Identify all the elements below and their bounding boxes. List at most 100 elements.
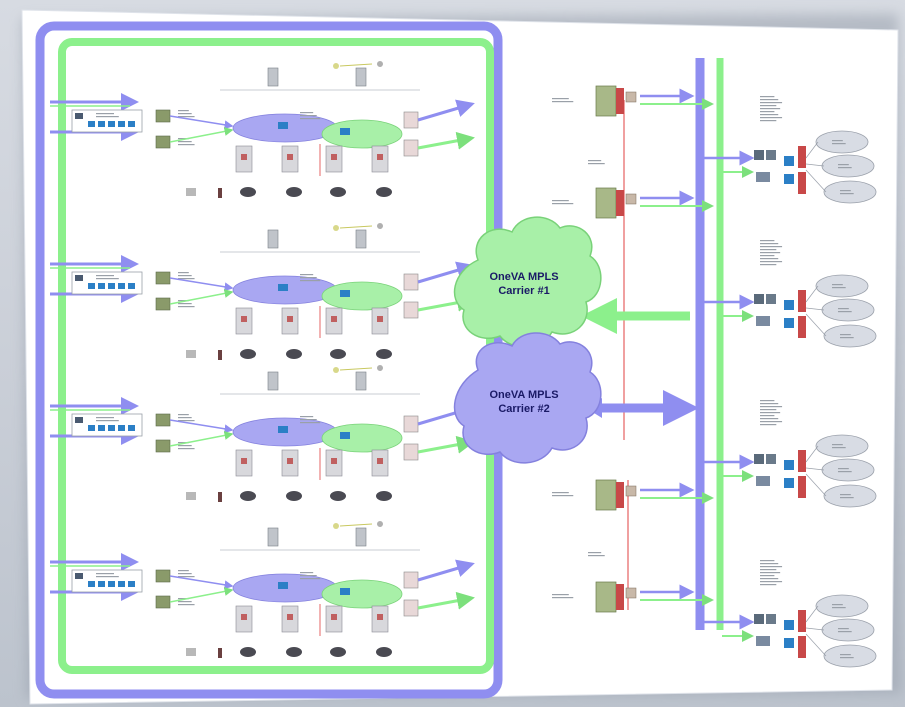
switch-icon (278, 582, 288, 589)
gateway-device-icon (754, 294, 764, 304)
phone-icon (218, 350, 222, 360)
storage-icon (330, 187, 346, 197)
rack-indicator (331, 154, 337, 160)
pc-icon (108, 121, 115, 127)
router-to-lan-link (169, 419, 234, 434)
internet-link (805, 445, 819, 463)
printer-icon (186, 350, 196, 358)
gateway-switch-icon (784, 638, 794, 648)
pc-icon (118, 581, 125, 587)
data-center-device-icon (625, 485, 637, 497)
internet-link (805, 467, 825, 471)
gateway-firewall-icon (798, 636, 806, 658)
office-label (96, 116, 119, 118)
server-stack-icon (267, 229, 279, 249)
rack-indicator (287, 458, 293, 464)
storage-icon (376, 349, 392, 359)
internet-cloud-label (838, 167, 852, 169)
carrier1-label-line2: Carrier #1 (498, 285, 549, 297)
firewall-icon (403, 571, 419, 589)
server-stack-icon (355, 229, 367, 249)
lan-cloud-green (321, 281, 403, 311)
data-center-firewall-icon (616, 584, 624, 610)
gateway-firewall-icon (798, 290, 806, 312)
gateway-block-4 (704, 560, 877, 668)
pc-icon (128, 283, 135, 289)
router-icon (155, 595, 171, 609)
data-center-3 (552, 479, 714, 511)
router-label (178, 278, 195, 280)
gateway-blocks (704, 96, 877, 668)
paper-sheet (21, 9, 899, 705)
data-center-label (552, 492, 569, 494)
gateway-device-icon (756, 172, 770, 182)
internet-link (805, 169, 827, 193)
cloud-label (300, 572, 314, 574)
gateway-label (760, 412, 781, 414)
gateway-label (760, 578, 779, 580)
data-center-label (552, 203, 574, 205)
internet-cloud (815, 130, 869, 154)
carrier2-cloud: OneVA MPLS Carrier #2 (453, 332, 602, 464)
data-centers (552, 85, 714, 613)
cloud-label (300, 422, 321, 424)
gateway-label (760, 566, 783, 568)
rack-indicator (331, 458, 337, 464)
storage-icon (240, 647, 256, 657)
site-block-3 (50, 365, 475, 502)
site-uplink-green (417, 591, 475, 610)
router-label (178, 445, 192, 447)
gateway-switch-icon (784, 478, 794, 488)
gateway-device-icon (756, 636, 770, 646)
rack-indicator (287, 154, 293, 160)
small-device-icon (377, 365, 383, 371)
carrier2-label-line2: Carrier #2 (498, 403, 549, 415)
gateway-label (760, 96, 775, 98)
internet-link (805, 307, 825, 311)
data-center-rack-icon (595, 581, 617, 613)
firewall-icon (403, 273, 419, 291)
gateway-label (760, 255, 775, 257)
firewall-icon (403, 599, 419, 617)
router-label (178, 113, 192, 115)
internet-cloud-label (832, 604, 843, 606)
rack-indicator (287, 614, 293, 620)
storage-icon (330, 647, 346, 657)
internet-cloud (815, 274, 869, 298)
cloud-label (300, 280, 321, 282)
cloud-label (300, 419, 317, 421)
router-label (178, 272, 189, 274)
server-stack-icon (355, 527, 367, 547)
site-uplink-purple (417, 99, 475, 122)
switch-icon (278, 426, 288, 433)
small-device-icon (333, 63, 339, 69)
data-center-label (552, 597, 574, 599)
rack-indicator (241, 458, 247, 464)
rack-indicator (331, 614, 337, 620)
internet-cloud (821, 458, 875, 482)
rack-indicator (241, 154, 247, 160)
small-device-icon (377, 223, 383, 229)
router-to-lan-link (169, 431, 234, 447)
office-label (96, 278, 119, 280)
router-label (178, 300, 189, 302)
site-uplink-green (417, 435, 475, 454)
gateway-label (760, 114, 779, 116)
router-label (178, 448, 195, 450)
gateway-switch-icon (784, 300, 794, 310)
gateway-label (760, 584, 777, 586)
rack-indicator (377, 154, 383, 160)
router-label (178, 414, 189, 416)
internet-cloud-label (832, 444, 843, 446)
small-device-icon (333, 523, 339, 529)
internet-cloud-label (838, 628, 849, 630)
gateway-label (760, 120, 777, 122)
gateway-label (760, 246, 783, 248)
phone-icon (218, 492, 222, 502)
gateway-label (760, 240, 775, 242)
carrier1-cloud-shape (453, 216, 602, 348)
small-device-link (339, 225, 373, 229)
router-label (178, 417, 192, 419)
router-icon (155, 439, 171, 453)
printer-icon (186, 492, 196, 500)
